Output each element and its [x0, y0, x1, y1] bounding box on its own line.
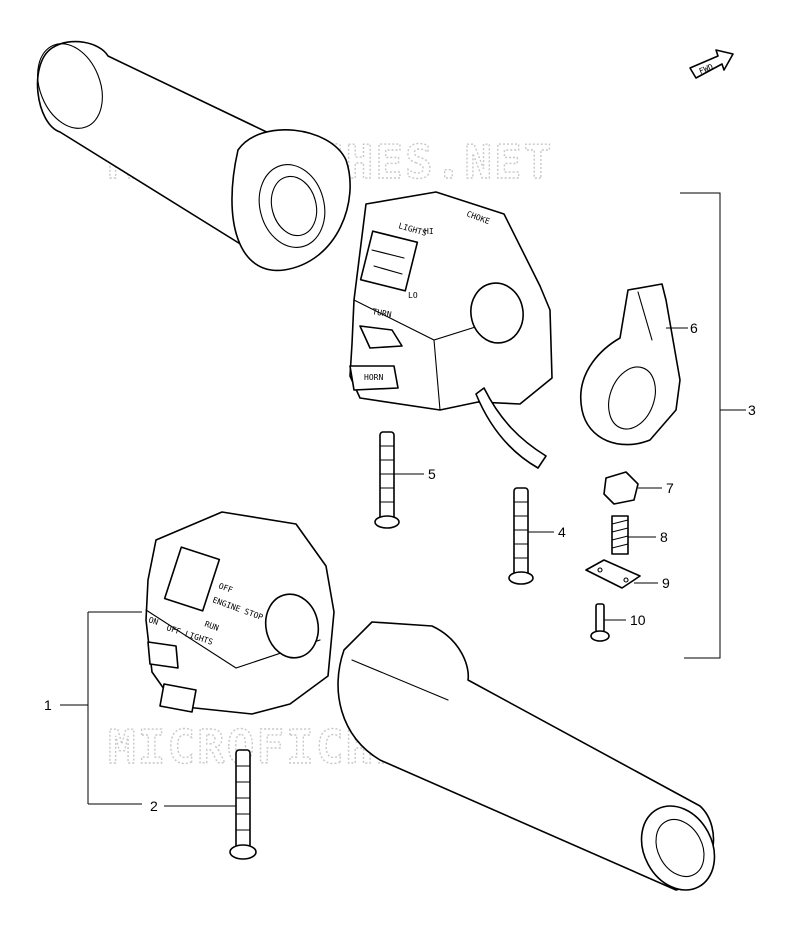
engine-stop-switch — [163, 546, 221, 612]
throttle-grip — [337, 621, 716, 891]
callout-7: 7 — [638, 480, 674, 496]
left-handlebar-grip — [36, 40, 351, 272]
plate-9 — [585, 559, 641, 589]
callout-5-label: 5 — [428, 466, 436, 482]
callout-10-label: 10 — [630, 612, 646, 628]
label-on: ON — [147, 615, 159, 627]
label-horn: HORN — [364, 373, 383, 382]
label-hi: HI — [424, 227, 434, 236]
callout-4: 4 — [528, 524, 566, 540]
horn-button — [349, 365, 399, 391]
wire-harness — [475, 387, 547, 469]
screw-2 — [229, 749, 257, 860]
right-switch-housing: OFF ENGINE STOP RUN ON OFF LIGHTS — [145, 511, 335, 715]
callout-9-label: 9 — [662, 575, 670, 591]
callout-3: 3 — [680, 192, 756, 659]
turn-signal-switch — [359, 325, 403, 349]
callout-2: 2 — [150, 798, 236, 814]
callout-3-label: 3 — [748, 402, 756, 418]
callout-4-label: 4 — [558, 524, 566, 540]
dimmer-switch-rocker — [359, 230, 419, 292]
callout-1-label: 1 — [44, 697, 52, 713]
callout-6-label: 6 — [690, 320, 698, 336]
callout-8-label: 8 — [660, 529, 668, 545]
callout-9: 9 — [634, 575, 670, 591]
label-lo: LO — [408, 291, 418, 300]
fwd-direction-badge: FWD — [689, 49, 734, 79]
choke-lever — [579, 283, 681, 446]
start-button — [159, 683, 197, 713]
callout-8: 8 — [628, 529, 668, 545]
screw-5 — [374, 431, 400, 529]
callout-7-label: 7 — [666, 480, 674, 496]
spring-8 — [611, 515, 629, 555]
callout-1: 1 — [44, 611, 142, 805]
callout-6: 6 — [666, 320, 698, 336]
screw-4 — [508, 487, 534, 585]
left-switch-housing: LIGHTS CHOKE HI LO TURN HORN — [349, 191, 553, 469]
callout-2-label: 2 — [150, 798, 158, 814]
callout-5: 5 — [394, 466, 436, 482]
light-switch — [147, 641, 179, 669]
screw-10 — [590, 603, 610, 642]
knob-7 — [603, 471, 639, 505]
callout-10: 10 — [604, 612, 646, 628]
label-turn: TURN — [372, 307, 393, 319]
